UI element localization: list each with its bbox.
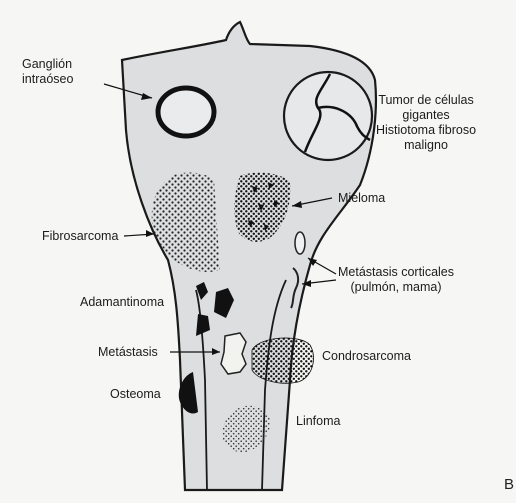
label-tumor: Tumor de células gigantes Histiotoma fib… (376, 93, 476, 153)
label-tumor-line: Histiotoma fibroso (376, 123, 476, 138)
label-metastasis: Metástasis (98, 345, 158, 360)
label-condrosarcoma: Condrosarcoma (322, 349, 411, 364)
cortical-metastasis-lesion (295, 232, 305, 254)
label-linfoma: Linfoma (296, 414, 340, 429)
label-ganglion: Ganglión intraóseo (22, 57, 73, 87)
label-ganglion-line: intraóseo (22, 72, 73, 87)
label-mieloma: Mieloma (338, 191, 385, 206)
label-adamantinoma: Adamantinoma (80, 295, 164, 310)
condrosarcoma-lesion (252, 338, 314, 383)
label-metastasis-corticales: Metástasis corticales (pulmón, mama) (338, 265, 454, 295)
label-tumor-line: maligno (376, 138, 476, 153)
giant-cell-tumor-lesion (284, 72, 372, 160)
label-metastasis-corticales-line: Metástasis corticales (338, 265, 454, 280)
figure-panel-letter: B (504, 476, 514, 493)
label-ganglion-line: Ganglión (22, 57, 73, 72)
label-tumor-line: gigantes (376, 108, 476, 123)
label-metastasis-corticales-line: (pulmón, mama) (338, 280, 454, 295)
label-osteoma: Osteoma (110, 387, 161, 402)
label-fibrosarcoma: Fibrosarcoma (42, 229, 118, 244)
metastasis-lesion (221, 333, 246, 374)
fibrosarcoma-lesion (152, 173, 220, 272)
label-tumor-line: Tumor de células (376, 93, 476, 108)
ganglion-lesion (158, 88, 214, 136)
